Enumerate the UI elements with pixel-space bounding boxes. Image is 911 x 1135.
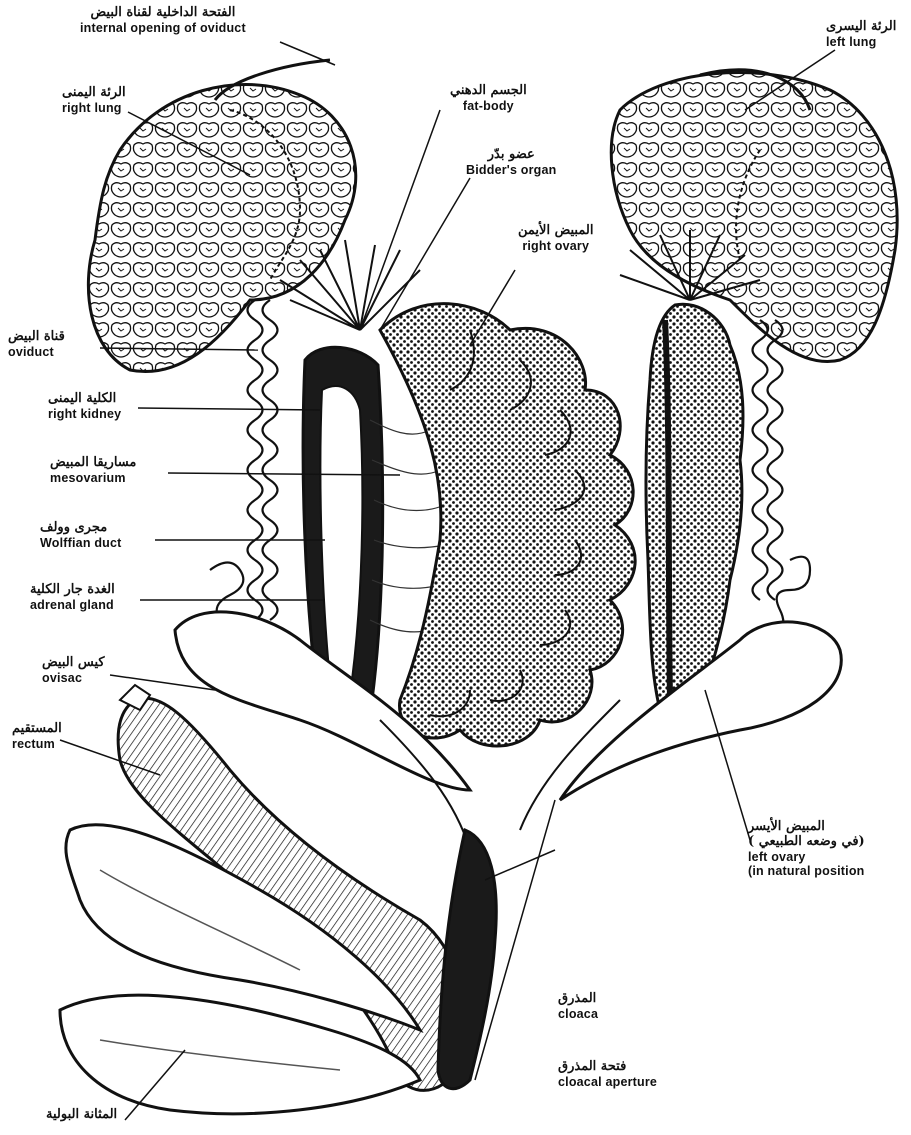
label-rectum-ar: المستقيم <box>12 722 62 737</box>
right-ovary-shape <box>380 304 635 746</box>
label-right-kidney-en: right kidney <box>48 407 121 421</box>
label-cloacal-aperture-ar: فتحة المذرق <box>558 1060 657 1075</box>
label-right-ovary-ar: المبيض الأيمن <box>518 224 593 239</box>
label-cloaca: المذرق cloaca <box>558 992 598 1021</box>
label-wolffian-duct-en: Wolffian duct <box>40 536 122 550</box>
label-cloaca-en: cloaca <box>558 1007 598 1021</box>
label-adrenal-gland-en: adrenal gland <box>30 598 115 612</box>
label-right-ovary-en: right ovary <box>518 239 593 253</box>
label-mesovarium-en: mesovarium <box>50 471 136 485</box>
label-internal-opening-en: internal opening of oviduct <box>80 21 246 35</box>
label-bidders-organ-en: Bidder's organ <box>466 163 557 177</box>
label-adrenal-gland-ar: الغدة جار الكلية <box>30 583 115 598</box>
right-lung-shape <box>88 60 355 372</box>
label-cloacal-aperture: فتحة المذرق cloacal aperture <box>558 1060 657 1089</box>
label-ovisac: كيس البيض ovisac <box>42 656 105 685</box>
label-internal-opening-ar: الفتحة الداخلية لقناة البيض <box>80 6 246 21</box>
label-right-lung-ar: الرئة اليمنى <box>62 86 126 101</box>
label-oviduct: قناة البيض oviduct <box>8 330 65 359</box>
label-rectum-en: rectum <box>12 737 62 751</box>
label-cloaca-ar: المذرق <box>558 992 598 1007</box>
label-oviduct-en: oviduct <box>8 345 65 359</box>
label-mesovarium-ar: مساريقا المبيض <box>50 456 136 471</box>
label-ovisac-en: ovisac <box>42 671 105 685</box>
label-left-lung-ar: الرئة اليسرى <box>826 20 896 35</box>
label-urinary-bladder-ar: المثانة البولية <box>46 1108 117 1123</box>
label-left-ovary-ar-note: ( في وضعه الطبيعي) <box>748 835 865 850</box>
label-internal-opening: الفتحة الداخلية لقناة البيض internal ope… <box>80 6 246 35</box>
label-left-lung-en: left lung <box>826 35 896 49</box>
label-ovisac-ar: كيس البيض <box>42 656 105 671</box>
label-fat-body-ar: الجسم الدهني <box>450 84 527 99</box>
cloaca-shape <box>438 830 496 1089</box>
label-wolffian-duct: مجرى وولف Wolffian duct <box>40 521 122 550</box>
label-cloacal-aperture-en: cloacal aperture <box>558 1075 657 1089</box>
label-right-lung-en: right lung <box>62 101 126 115</box>
label-fat-body-en: fat-body <box>450 99 527 113</box>
label-mesovarium: مساريقا المبيض mesovarium <box>50 456 136 485</box>
label-left-ovary-ar: المبيض الأيسر <box>748 820 865 835</box>
label-left-ovary: المبيض الأيسر ( في وضعه الطبيعي) left ov… <box>748 820 865 879</box>
label-wolffian-duct-ar: مجرى وولف <box>40 521 122 536</box>
label-rectum: المستقيم rectum <box>12 722 62 751</box>
label-bidders-organ-ar: عضو بدّر <box>466 148 557 163</box>
label-right-kidney: الكلية اليمنى right kidney <box>48 392 121 421</box>
label-left-lung: الرئة اليسرى left lung <box>826 20 896 49</box>
label-left-ovary-en-note: (in natural position <box>748 864 865 878</box>
left-oviduct-coil <box>753 320 811 665</box>
label-oviduct-ar: قناة البيض <box>8 330 65 345</box>
label-left-ovary-en: left ovary <box>748 850 865 864</box>
label-right-ovary: المبيض الأيمن right ovary <box>518 224 593 253</box>
left-lung-shape <box>611 70 897 362</box>
label-bidders-organ: عضو بدّر Bidder's organ <box>466 148 557 177</box>
label-right-kidney-ar: الكلية اليمنى <box>48 392 121 407</box>
label-fat-body: الجسم الدهني fat-body <box>450 84 527 113</box>
label-right-lung: الرئة اليمنى right lung <box>62 86 126 115</box>
label-urinary-bladder: المثانة البولية <box>46 1108 117 1123</box>
label-adrenal-gland: الغدة جار الكلية adrenal gland <box>30 583 115 612</box>
